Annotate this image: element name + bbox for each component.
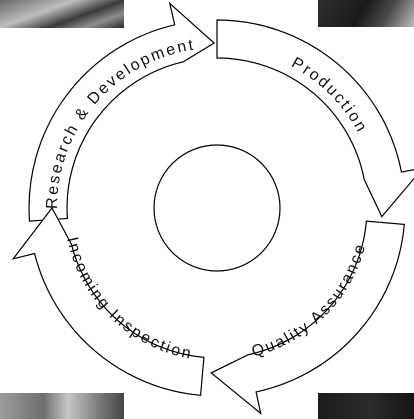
center-hub (153, 144, 281, 272)
photo-bottom-left (0, 393, 124, 419)
segment-production (216, 19, 414, 218)
segment-incoming (11, 206, 205, 396)
photo-top-left (0, 0, 124, 28)
segment-research (28, 1, 216, 222)
photo-bottom-right (318, 393, 414, 419)
segment-quality (210, 220, 405, 415)
photo-top-right (318, 0, 414, 27)
